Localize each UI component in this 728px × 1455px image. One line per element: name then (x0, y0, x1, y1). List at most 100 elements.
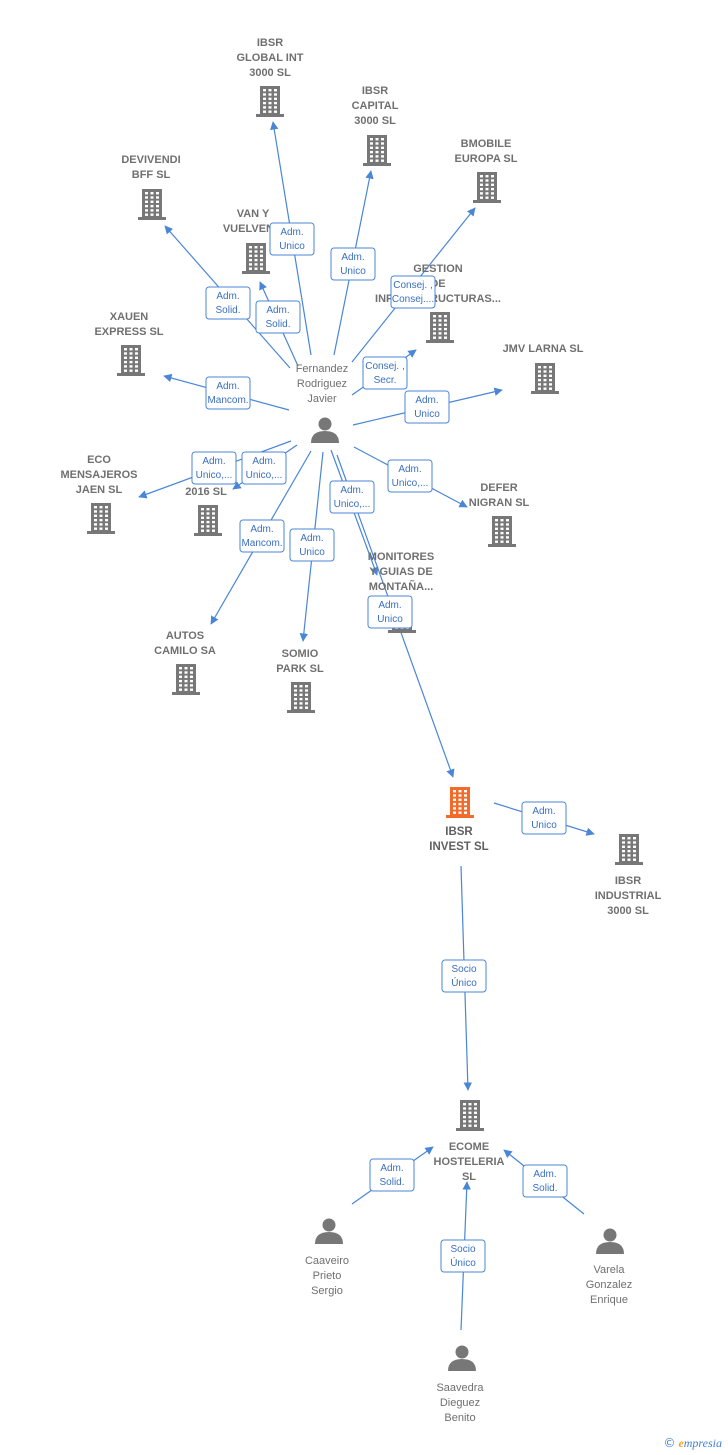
edge-label-text: Solid. (379, 1177, 404, 1188)
edge-label-box (440, 1239, 486, 1273)
edge-role-label[interactable]: Adm. Unico,... (387, 459, 433, 493)
edge-role-label[interactable]: Adm.Solid. (522, 1164, 568, 1198)
brand-initial: e (678, 1436, 684, 1450)
edge-label-text: Adm. (398, 464, 421, 475)
edge-label-box (369, 1158, 415, 1192)
node-label-line: BFF SL (132, 169, 171, 181)
person-icon (311, 417, 339, 443)
building-icon (138, 189, 166, 220)
building-icon (473, 172, 501, 203)
node-label-line: IBSR (615, 875, 641, 887)
node-label-line: Saavedra (436, 1382, 484, 1394)
node-label-line: SOMIO (282, 648, 319, 660)
edge-label-box (191, 451, 237, 485)
edge-role-label[interactable]: Adm.Unico (404, 390, 450, 424)
edge-labels-layer: Adm.UnicoAdm.UnicoAdm.Solid.Adm.Solid.Co… (191, 222, 568, 1273)
edge-role-label[interactable]: Adm.Unico (269, 222, 315, 256)
edge-role-label[interactable]: Adm.Unico (521, 801, 567, 835)
edge-role-label[interactable]: Adm.Unico (330, 247, 376, 281)
node-label-line: IBSR (445, 826, 473, 838)
node-label-line: EXPRESS SL (94, 326, 163, 338)
edge-role-label[interactable]: Adm.Solid. (255, 300, 301, 334)
node-jmv[interactable]: JMV LARNA SL (503, 343, 584, 394)
node-label-line: 3000 SL (607, 905, 649, 917)
node-label-line: JMV LARNA SL (503, 343, 584, 355)
building-icon (172, 664, 200, 695)
node-label-line: ECOME (449, 1141, 489, 1153)
node-label-line: XAUEN (110, 311, 149, 323)
building-icon (531, 363, 559, 394)
node-label-line: Enrique (590, 1294, 628, 1306)
node-label-line: Sergio (311, 1285, 343, 1297)
edge-label-text: Mancom. (241, 538, 282, 549)
edge-role-label[interactable]: Adm.Unico,... (329, 480, 375, 514)
person-icon (596, 1228, 624, 1254)
edge-label-box (387, 459, 433, 493)
edge-label-text: Adm. (341, 252, 364, 263)
edge-label-box (255, 300, 301, 334)
edge-label-box (441, 959, 487, 993)
edge-role-label[interactable]: Adm.Mancom. (205, 376, 251, 410)
edge-label-text: Unico,... (246, 470, 283, 481)
node-label-line: JAEN SL (76, 484, 123, 496)
edge-role-label[interactable]: Adm.Unico (289, 528, 335, 562)
edge-role-label[interactable]: Adm.Solid. (369, 1158, 415, 1192)
node-label-line: GESTION (413, 263, 463, 275)
edge-label-text: Secr. (374, 375, 397, 386)
brand-name: mpresia (683, 1436, 722, 1450)
building-icon (242, 243, 270, 274)
edge-label-box (521, 801, 567, 835)
node-label-line: Gonzalez (586, 1279, 632, 1291)
node-label-line: 2016 SL (185, 486, 227, 498)
node-label-line: Dieguez (440, 1397, 480, 1409)
edge-label-text: Unico,... (392, 478, 429, 489)
edge-role-label[interactable]: Consej. ,Secr. (362, 356, 408, 390)
node-label-line: NIGRAN SL (469, 497, 530, 509)
building-icon (488, 516, 516, 547)
edge-label-box (522, 1164, 568, 1198)
edge-role-label[interactable]: Adm.Solid. (205, 286, 251, 320)
edge-label-text: Único (450, 1256, 476, 1269)
edge-label-box (367, 595, 413, 629)
person-icon (315, 1218, 343, 1244)
node-label-line: CAPITAL (352, 100, 399, 112)
edge-label-text: Adm. (252, 456, 275, 467)
edge-role-label[interactable]: Adm. Unico,... (241, 451, 287, 485)
footer-brand[interactable]: ©empresia (663, 1436, 722, 1451)
node-van-y[interactable]: VAN YVUELVEN... (223, 208, 283, 274)
edge-role-label[interactable]: Consej. ,Consej.... (390, 275, 436, 309)
edge-label-text: Adm. (202, 456, 225, 467)
node-ibsr-invest[interactable]: IBSR INVEST SL (429, 787, 489, 853)
node-label-line: MONTAÑA... (369, 580, 434, 593)
edge-label-text: Consej.... (392, 294, 434, 305)
node-label-line: IBSR (362, 85, 388, 97)
edge-label-text: Mancom. (207, 395, 248, 406)
edge-label-box (289, 528, 335, 562)
edge-role-label[interactable]: Adm.Unico (367, 595, 413, 629)
person-icon (448, 1345, 476, 1371)
edge-role-label[interactable]: Adm.Mancom. (239, 519, 285, 553)
node-label-line: INVEST SL (429, 841, 488, 853)
node-xauen[interactable]: XAUEN EXPRESS SL (94, 311, 164, 376)
edge-label-text: Adm. (300, 533, 323, 544)
node-label-line: Benito (444, 1412, 475, 1424)
edge-role-label[interactable]: Adm.Unico,... (191, 451, 237, 485)
